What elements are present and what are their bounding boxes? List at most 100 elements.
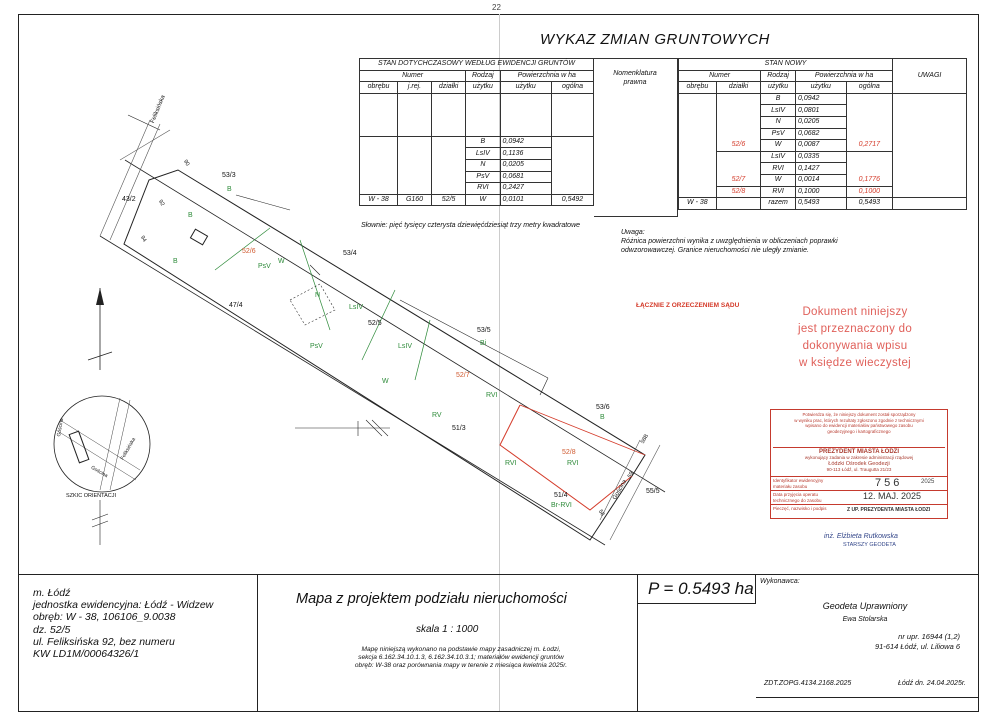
neighbor-boundary: [127, 114, 161, 131]
old-row: W - 38 G160 52/5 W 0,0101 0,5492: [358, 193, 595, 207]
old-state-table: STAN DOTYCHCZASOWY WEDŁUG EWIDENCJI GRUN…: [358, 58, 595, 207]
neighbor-boundary: [235, 194, 291, 211]
land-use-label: B: [227, 186, 232, 193]
land-use-label: Bi: [480, 340, 487, 347]
pond-n: [289, 283, 336, 326]
nomenclature-label: Nomenklatura: [613, 70, 657, 77]
land-use-label: W: [278, 258, 285, 265]
location-info: m. Łódź jednostka ewidencyjna: Łódź - Wi…: [33, 587, 214, 661]
street-edge: [109, 123, 161, 241]
area-in-words: Słownie: pięć tysięcy czterysta dziewięć…: [361, 222, 581, 229]
section-mark: [91, 513, 109, 521]
orientation-parcel: [68, 430, 90, 464]
total-area: P = 0.5493 ha: [648, 579, 754, 598]
new-col-ogolna: ogólna: [845, 81, 894, 94]
land-use-label: RVI: [505, 460, 517, 467]
land-use-label: LsIV: [398, 343, 413, 350]
map-title: Mapa z projektem podziału nieruchomości: [296, 591, 567, 607]
map-description: Mapę niniejszą wykonano na podstawie map…: [354, 646, 568, 670]
parcel-label: 47/4: [229, 302, 243, 309]
land-use-label: B: [173, 258, 178, 265]
use-boundary: [361, 289, 396, 361]
note-line-2: odwzorowawczej. Granice nieruchomości ni…: [621, 247, 809, 254]
land-use-label: PsV: [258, 263, 271, 270]
land-use-label: LsIV: [349, 304, 364, 311]
land-use-label: Br-RVI: [551, 502, 572, 509]
parcel-label: 55/5: [646, 488, 660, 495]
new-parcel-label: 52/6: [242, 248, 256, 255]
north-arrow-head: [96, 288, 104, 305]
title-block-left: [18, 574, 258, 712]
street-edge: [99, 119, 151, 237]
north-arrow-bar: [87, 351, 113, 361]
signature: inż. Elżbieta Rutkowska: [824, 533, 898, 540]
title-block-center: [258, 574, 638, 712]
col-uwagi: UWAGI: [892, 58, 967, 94]
parcel-label: 53/5: [477, 327, 491, 334]
title-block-contractor: [756, 574, 979, 698]
new-parcel-label: 52/7: [456, 372, 470, 379]
land-use-label: B: [188, 212, 193, 219]
parcel-boundary: [123, 169, 646, 541]
orientation-street: [99, 397, 121, 491]
parcel-label: 51/4: [554, 492, 568, 499]
land-use-label: B: [600, 414, 605, 421]
land-register-stamp: Dokument niniejszy jest przeznaczony do …: [797, 306, 913, 369]
zdt-number: ZDT.ZOPG.4134.2168.2025: [764, 680, 852, 687]
orientation-street: [109, 399, 131, 491]
neighbor-boundary: [309, 264, 321, 276]
nomenclature-column: Nomenklatura prawna: [594, 58, 678, 217]
neighbor-boundary: [99, 235, 606, 546]
parcel-label: 43/2: [122, 196, 136, 203]
section-mark: [91, 520, 109, 528]
registration-stamp: Potwierdza się, że niniejszy dokument zo…: [770, 409, 948, 519]
new-col-dzialki: działki: [715, 81, 762, 94]
division-line-52-8: [499, 404, 633, 511]
use-boundary: [299, 239, 331, 331]
neighbor-boundary: [539, 377, 549, 396]
note-label: Uwaga:: [621, 229, 645, 236]
parcel-label: 53/4: [343, 250, 357, 257]
street-edge: [119, 129, 171, 161]
parcel-label: 53/6: [596, 404, 610, 411]
land-use-label: PsV: [310, 343, 323, 350]
section-mark: [365, 419, 383, 437]
land-use-label: RVI: [567, 460, 579, 467]
col-uzytku: użytku: [465, 81, 501, 94]
surveyor-details: nr upr. 16944 (1,2) 91-614 Łódź, ul. Lil…: [874, 632, 960, 651]
orientation-title: SZKIC ORIENTACJI: [66, 493, 117, 499]
street-edge: [599, 439, 641, 521]
orientation-street: [55, 429, 137, 481]
nomenclature-label-2: prawna: [623, 79, 647, 86]
land-use-label: W: [382, 378, 389, 385]
stamp-id: 756: [875, 477, 903, 489]
note-line-1: Różnica powierzchni wynika z uwzględnien…: [621, 238, 838, 245]
street-edge: [609, 444, 661, 541]
new-col-uzytku: użytku: [760, 81, 796, 94]
parcel-label: 53/3: [222, 172, 236, 179]
section-mark: [371, 419, 389, 437]
use-boundary: [414, 319, 431, 381]
page-number: 22: [492, 3, 501, 12]
fold-line: [499, 14, 500, 712]
map-scale: skala 1 : 1000: [416, 624, 479, 635]
new-parcel-label: 52/8: [562, 449, 576, 456]
court-ruling-stamp: ŁĄCZNIE Z ORZECZENIEM SĄDU: [636, 302, 740, 309]
stamp-president: PREZYDENT MIASTA ŁODZI: [819, 449, 899, 455]
place-date: Łódź dn. 24.04.2025r.: [898, 680, 966, 687]
stamp-date: 12. MAJ. 2025: [863, 491, 922, 501]
contractor-label: Wykonawca:: [760, 578, 800, 585]
land-use-label: N: [315, 292, 321, 299]
orientation-sketch: [53, 395, 151, 493]
